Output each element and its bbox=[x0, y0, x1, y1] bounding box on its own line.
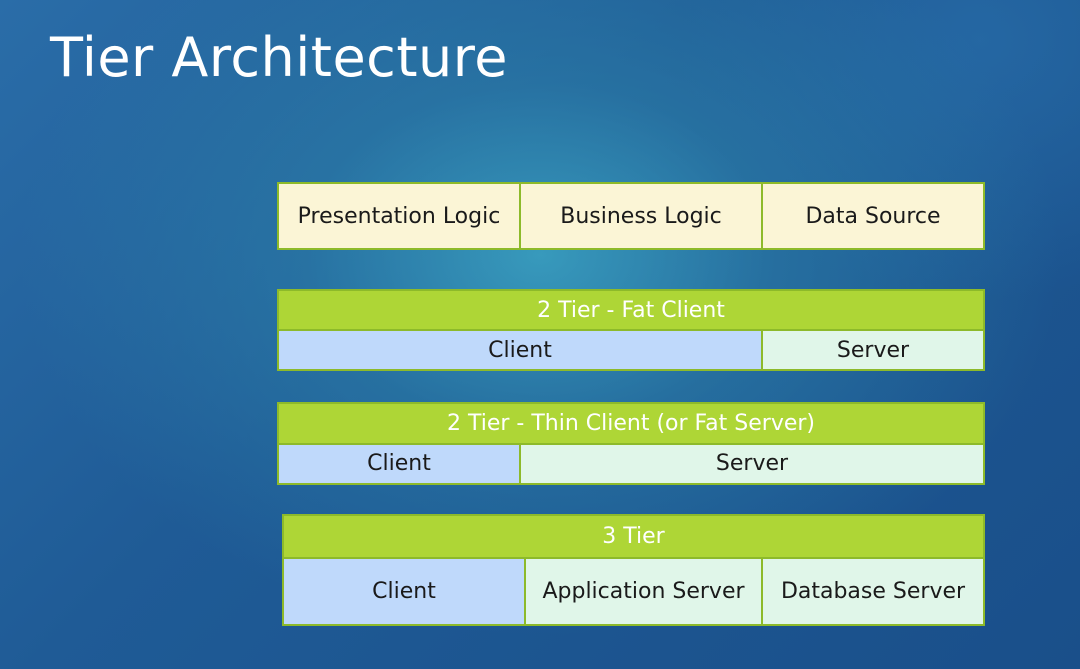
three-tier-table: 3 Tier Client Application Server Databas… bbox=[282, 514, 985, 626]
three-tier-client-cell: Client bbox=[282, 557, 526, 626]
presentation-logic-cell: Presentation Logic bbox=[277, 182, 521, 250]
fat-client-header: 2 Tier - Fat Client bbox=[276, 289, 986, 331]
three-tier-app-server-cell: Application Server bbox=[524, 557, 763, 626]
business-logic-cell: Business Logic bbox=[519, 182, 763, 250]
slide-title: Tier Architecture bbox=[50, 26, 509, 89]
thin-client-table: 2 Tier - Thin Client (or Fat Server) Cli… bbox=[277, 402, 985, 485]
thin-client-client-cell: Client bbox=[277, 442, 521, 485]
fat-client-client-cell: Client bbox=[277, 329, 763, 371]
three-tier-header: 3 Tier bbox=[282, 514, 985, 559]
logic-layers-table: Presentation Logic Business Logic Data S… bbox=[277, 182, 985, 250]
fat-client-server-cell: Server bbox=[760, 329, 986, 371]
fat-client-table: 2 Tier - Fat Client Client Server bbox=[276, 289, 986, 371]
data-source-cell: Data Source bbox=[761, 182, 985, 250]
thin-client-header: 2 Tier - Thin Client (or Fat Server) bbox=[277, 402, 985, 445]
thin-client-server-cell: Server bbox=[519, 442, 985, 485]
three-tier-db-server-cell: Database Server bbox=[761, 557, 985, 626]
